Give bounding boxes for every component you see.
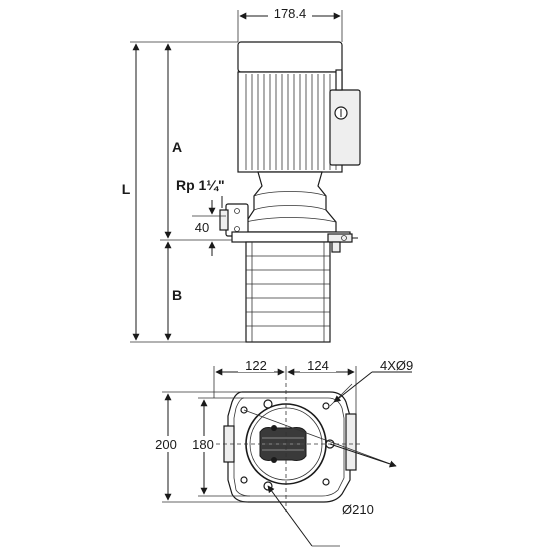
motor (237, 41, 361, 173)
dim-200-label: 200 (155, 437, 177, 452)
outlet-thread-callout: Rp 1¼" (176, 177, 225, 208)
dimension-180: 180 (188, 397, 250, 497)
dimension-diameter-210: Ø210 (267, 443, 397, 547)
pump-top-view: 122 124 4XØ9 200 180 (152, 358, 413, 547)
outlet-thread-label: Rp 1¼" (176, 177, 225, 193)
right-flange (345, 413, 357, 471)
dim-180-label: 180 (192, 437, 214, 452)
bolt-hole-icon (322, 402, 330, 410)
dimension-B: B (164, 241, 182, 341)
bolt-hole-icon (240, 476, 248, 484)
dimension-A: A (164, 43, 182, 239)
pump-side-view: 178.4 L A B Rp 1¼" 4 (122, 6, 361, 343)
discharge-flange (219, 203, 249, 237)
dim-40-label: 40 (195, 220, 209, 235)
dim-A-label: A (172, 139, 182, 155)
motor-fins (245, 74, 337, 170)
dim-122-label: 122 (245, 358, 267, 373)
dim-motor-width-label: 178.4 (274, 6, 307, 21)
dim-L-label: L (122, 181, 131, 197)
pump-column (245, 241, 331, 343)
dimension-motor-width: 178.4 (237, 6, 343, 42)
dim-124-label: 124 (307, 358, 329, 373)
bracket (245, 171, 337, 233)
dimension-122-124: 122 124 (213, 358, 357, 414)
dimension-L: L (122, 43, 140, 341)
dimension-200: 200 (152, 391, 248, 503)
holes-label: 4XØ9 (380, 358, 413, 373)
bolt-hole-icon (263, 399, 273, 409)
terminal-box (329, 89, 361, 166)
dim-B-label: B (172, 287, 182, 303)
holes-callout: 4XØ9 (333, 358, 413, 403)
bolt-hole-icon (322, 478, 330, 486)
dimension-40: 40 (192, 200, 226, 256)
dim-diameter-label: Ø210 (342, 502, 374, 517)
